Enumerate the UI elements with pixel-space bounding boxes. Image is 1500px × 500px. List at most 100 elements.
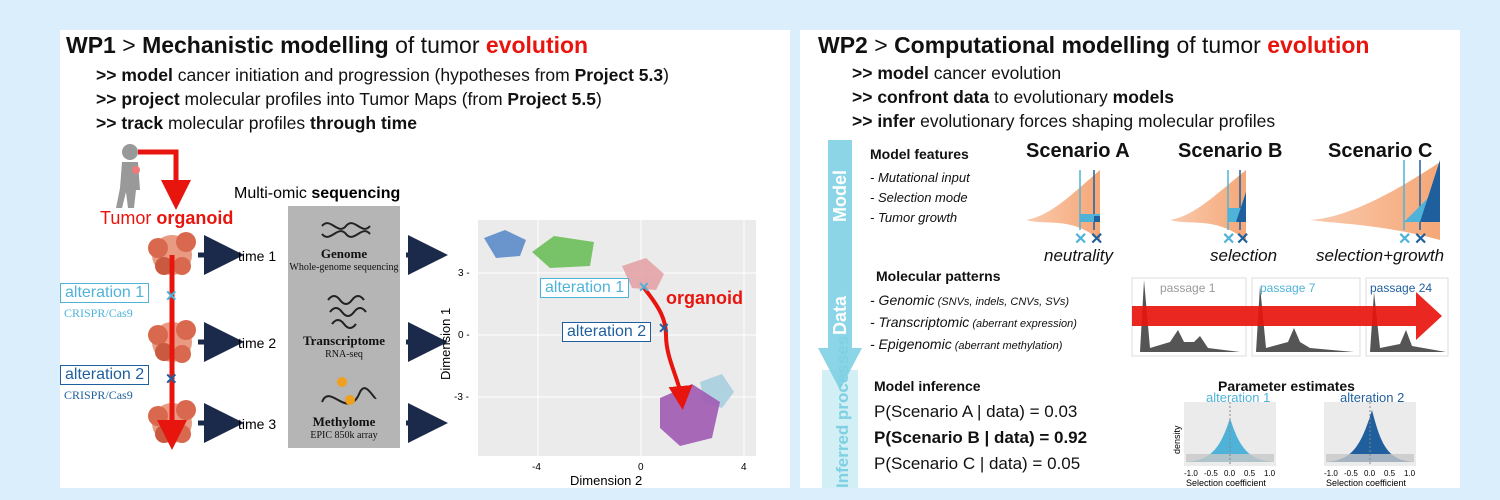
alteration-1-method: CRISPR/Cas9 (64, 306, 133, 320)
scen-b-x2-icon: ✕ (1236, 231, 1249, 248)
omic-genome: Genome Whole-genome sequencing (288, 246, 400, 273)
param2-xtick-4: 0.5 (1384, 469, 1396, 478)
model-data-flow-arrow (818, 140, 862, 390)
omic-transcriptome: Transcriptome RNA-seq (288, 333, 400, 360)
inference-line-a: P(Scenario A | data) = 0.03 (874, 402, 1078, 421)
param-panel-2 (1324, 402, 1416, 466)
wp2-panel: WP2 > Computational modelling of tumor e… (800, 30, 1460, 488)
model-features-title: Model features (870, 146, 969, 162)
arrow-label-model: Model (830, 170, 850, 222)
param2-xtick-5: 1.0 (1404, 469, 1416, 478)
map-xtick-1: -4 (532, 462, 541, 473)
tumor-organoid-label: Tumor organoid (100, 208, 234, 228)
map-ytick-3: -3 - (454, 392, 469, 403)
model-inference-title: Model inference (874, 378, 981, 394)
wp1-panel: WP1 > Mechanistic modelling of tumor evo… (60, 30, 790, 488)
passage-7-label: passage 7 (1260, 281, 1316, 295)
map-xtick-2: 0 (638, 462, 644, 473)
alteration-2-method: CRISPR/Cas9 (64, 388, 133, 402)
wp1-bullet-3: >> track molecular profiles through time (96, 113, 417, 133)
wp2-bullet-3: >> infer evolutionary forces shaping mol… (852, 111, 1276, 131)
scenario-a-title: Scenario A (1026, 140, 1130, 162)
omic-transcriptome-name: Transcriptome (302, 333, 386, 348)
omic-transcriptome-sub: RNA-seq (325, 349, 363, 360)
map-organoid-label: organoid (666, 288, 743, 308)
omic-methylome: Methylome EPIC 850k array (288, 414, 400, 441)
param1-xlabel: Selection coefficient (1186, 478, 1266, 488)
param1-xtick-1: -1.0 (1184, 469, 1198, 478)
param1-xtick-3: 0.0 (1224, 469, 1236, 478)
map-alteration-1-mark-icon: ✕ (638, 279, 650, 295)
wp1-diagram: time 1 time 2 time 3 ✕ ✕ Multi-omic sequ… (116, 144, 756, 488)
scen-c-x1-icon: ✕ (1398, 231, 1411, 248)
passage-24-label: passage 24 (1370, 281, 1432, 295)
scen-c-x2-icon: ✕ (1414, 231, 1427, 248)
scenario-b-title: Scenario B (1178, 140, 1283, 162)
wp1-bullet-1: >> model cancer initiation and progressi… (96, 65, 669, 85)
map-ylabel: Dimension 1 (438, 308, 453, 380)
scenario-c-plot (1310, 160, 1440, 240)
map-alteration-2-box: alteration 2 (562, 322, 652, 342)
scen-b-x1-icon: ✕ (1222, 231, 1235, 248)
time-label-2: time 2 (238, 335, 276, 351)
omic-methylome-sub: EPIC 850k array (310, 430, 378, 441)
param1-xtick-4: 0.5 (1244, 469, 1256, 478)
param2-xtick-1: -1.0 (1324, 469, 1338, 478)
pattern-genomic: - Genomic (SNVs, indels, CNVs, SVs) (870, 292, 1070, 308)
time-label-1: time 1 (238, 248, 276, 264)
arrow-label-data: Data (830, 295, 850, 335)
rna-strands-icon (327, 295, 367, 329)
map-xlabel: Dimension 2 (570, 473, 642, 488)
passage-1-label: passage 1 (1160, 281, 1216, 295)
scenario-b-caption: selection (1210, 246, 1278, 265)
model-feature-3: - Tumor growth (870, 210, 958, 225)
map-ytick-2: 0 - (458, 330, 470, 341)
arrow-label-inferred: Inferred processes (833, 336, 852, 488)
map-xtick-3: 4 (741, 462, 747, 473)
map-cluster-pink (622, 258, 664, 290)
wp1-bullet-2: >> project molecular profiles into Tumor… (96, 89, 602, 109)
patient-icon (116, 144, 140, 208)
map-alteration-2-mark-icon: ✕ (658, 320, 670, 336)
map-cluster-green (532, 236, 594, 268)
scenario-a-caption: neutrality (1044, 246, 1113, 265)
inference-line-c: P(Scenario C | data) = 0.05 (874, 454, 1081, 473)
scenario-c-title: Scenario C (1328, 140, 1433, 162)
alteration-2-mark-icon: ✕ (165, 371, 178, 388)
inference-line-b: P(Scenario B | data) = 0.92 (874, 428, 1088, 447)
param-panel-1-label: alteration 1 (1206, 390, 1270, 405)
dna-helix-icon (321, 222, 371, 238)
omic-genome-name: Genome (320, 246, 368, 261)
model-feature-1: - Mutational input (870, 170, 970, 185)
param-panel-1 (1184, 402, 1276, 466)
scenario-b-plot (1170, 170, 1246, 240)
map-ytick-1: 3 - (458, 268, 470, 279)
wp1-title: WP1 > Mechanistic modelling of tumor evo… (66, 32, 589, 58)
omic-methylome-name: Methylome (312, 414, 376, 429)
param1-xtick-2: -0.5 (1204, 469, 1218, 478)
inferred-bar (822, 370, 858, 488)
scenario-c-caption: selection+growth (1316, 246, 1445, 265)
multiomic-title: Multi-omic sequencing (234, 185, 400, 202)
map-cluster-blue (484, 230, 526, 258)
pattern-transcriptomic: - Transcriptomic (aberrant expression) (870, 314, 1077, 330)
scen-a-x2-icon: ✕ (1090, 231, 1103, 248)
wp2-bullet-2: >> confront data to evolutionary models (852, 87, 1174, 107)
patient-to-organoid-arrow (138, 149, 191, 210)
scenario-a-plot (1026, 170, 1100, 240)
param-ylabel: density (1172, 425, 1182, 454)
param2-xtick-2: -0.5 (1344, 469, 1358, 478)
wp2-bullet-1: >> model cancer evolution (852, 63, 1062, 83)
organoid-trajectory-arrow (642, 286, 693, 410)
time-label-3: time 3 (238, 416, 276, 432)
alteration-1-mark-icon: ✕ (165, 288, 178, 305)
methylation-icon (321, 377, 377, 405)
molecular-patterns-title: Molecular patterns (876, 268, 1001, 284)
passage-progression-arrow (1132, 292, 1442, 340)
alteration-1-box: alteration 1 (60, 283, 150, 303)
parameter-estimates-title: Parameter estimates (1218, 378, 1355, 394)
wp2-diagram: Model Data Inferred processes ✕ ✕ ✕ (818, 140, 1449, 488)
param-panel-2-label: alteration 2 (1340, 390, 1404, 405)
model-feature-2: - Selection mode (870, 190, 968, 205)
scen-a-x1-icon: ✕ (1074, 231, 1087, 248)
